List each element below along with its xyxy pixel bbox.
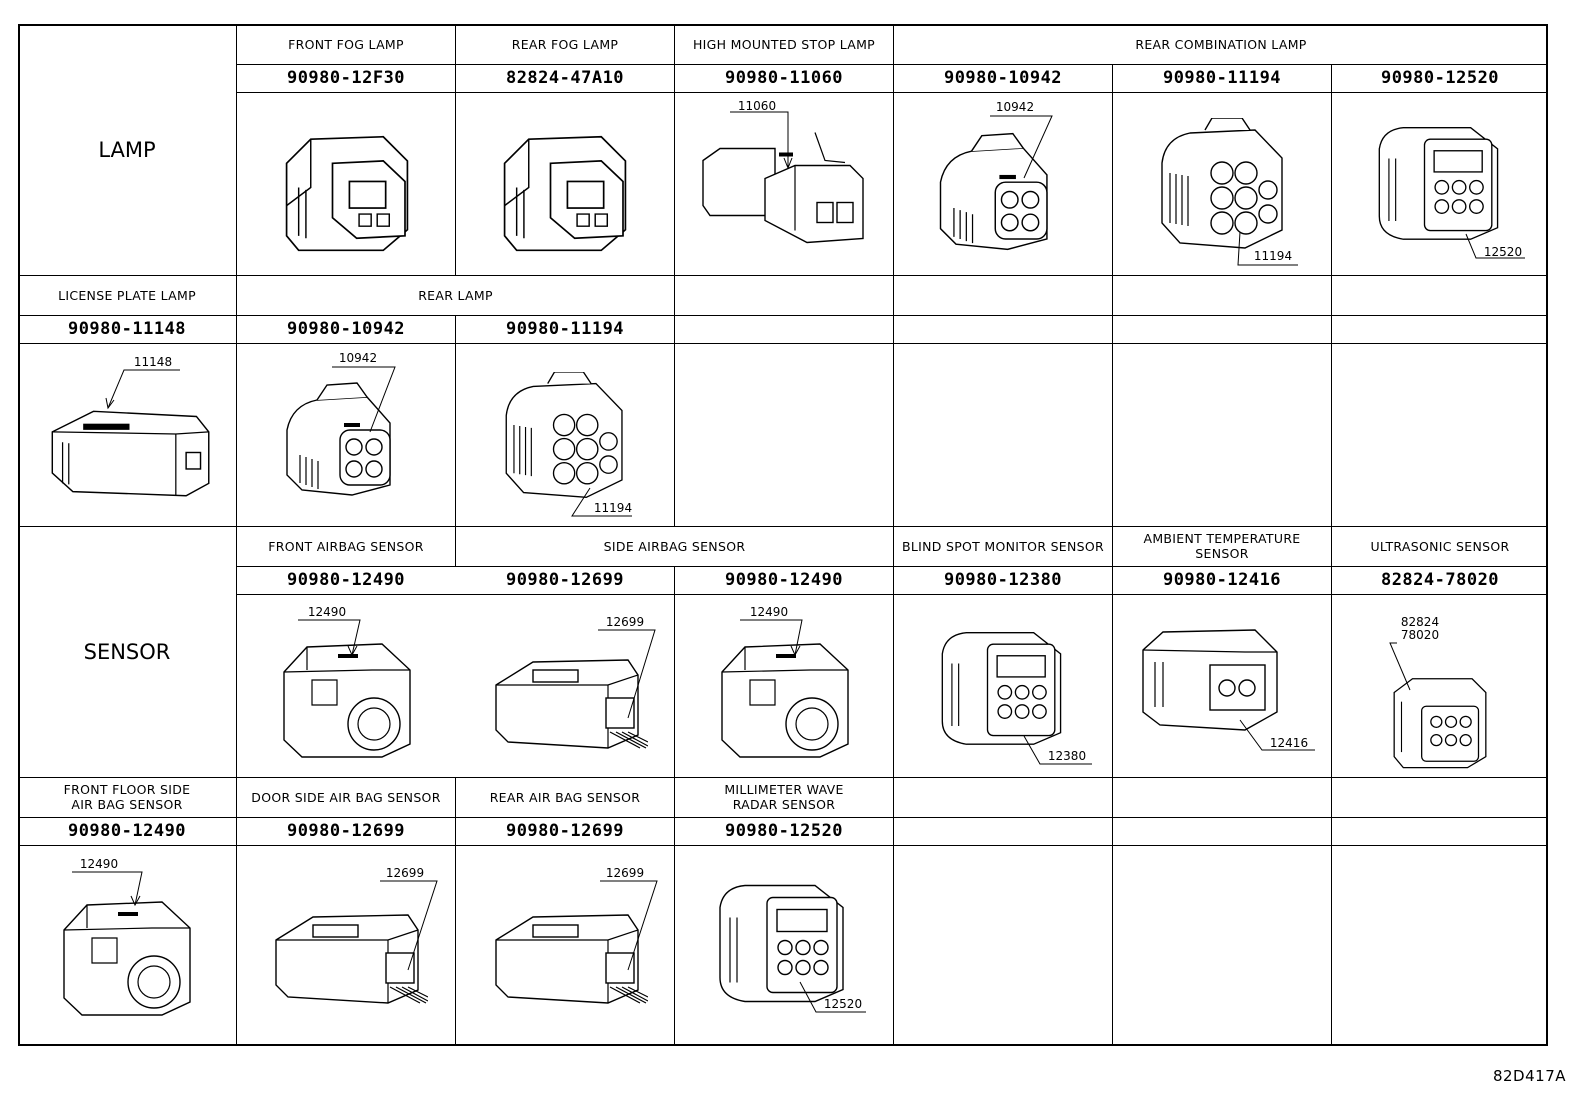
callout-line: 82824: [1400, 615, 1440, 629]
part-number: 90980-12520: [724, 821, 844, 841]
part-number: 90980-12490: [286, 570, 406, 590]
grid-line: [18, 845, 1548, 846]
category-lamp: LAMP: [98, 137, 156, 162]
grid-line: [18, 343, 1548, 344]
label-line: RADAR SENSOR: [732, 797, 836, 812]
grid-line: [18, 315, 1548, 316]
grid-line: [893, 24, 894, 1046]
label-door-side-air-bag-sensor: DOOR SIDE AIR BAG SENSOR: [251, 789, 441, 805]
part-number: 90980-10942: [286, 319, 406, 339]
grid-line: [18, 275, 1548, 276]
part-number: 90980-11148: [67, 319, 187, 339]
callout-label: 82824 78020: [1395, 616, 1445, 642]
grid-line: [236, 566, 1548, 567]
callout-label: 11148: [133, 355, 173, 369]
grid-line: [455, 315, 456, 526]
grid-line: [236, 92, 1548, 93]
label-line: AIR BAG SENSOR: [71, 797, 183, 812]
part-number: 90980-11194: [1162, 68, 1282, 88]
label-high-mounted-stop-lamp: HIGH MOUNTED STOP LAMP: [692, 36, 876, 52]
grid-line: [1331, 526, 1332, 1046]
callout-label: 12490: [307, 605, 347, 619]
category-sensor: SENSOR: [83, 639, 171, 664]
label-line: AMBIENT TEMPERATURE: [1143, 531, 1301, 546]
label-line: FRONT FLOOR SIDE: [63, 782, 191, 797]
part-number: 90980-11060: [724, 68, 844, 88]
callout-label: 12490: [749, 605, 789, 619]
grid-line: [236, 594, 1548, 595]
grid-line: [1112, 526, 1113, 1046]
part-number: 90980-12699: [505, 821, 625, 841]
callout-label: 11194: [1253, 249, 1293, 263]
grid-line: [1112, 275, 1113, 526]
callout-label: 11194: [593, 501, 633, 515]
label-rear-air-bag-sensor: REAR AIR BAG SENSOR: [489, 789, 641, 805]
callout-label: 12416: [1269, 736, 1309, 750]
callout-label: 12699: [605, 866, 645, 880]
grid-line: [455, 777, 456, 1046]
callout-label: 11060: [737, 99, 777, 113]
label-rear-lamp: REAR LAMP: [418, 287, 493, 303]
connector-table: [18, 24, 1548, 1046]
part-number: 90980-12520: [1380, 68, 1500, 88]
label-side-airbag-sensor: SIDE AIRBAG SENSOR: [603, 538, 746, 554]
callout-label: 10942: [995, 100, 1035, 114]
part-number: 90980-12380: [943, 570, 1063, 590]
grid-line: [236, 64, 1548, 65]
grid-line: [236, 526, 237, 1046]
label-ultrasonic-sensor: ULTRASONIC SENSOR: [1370, 538, 1510, 554]
callout-label: 12490: [79, 857, 119, 871]
grid-line: [1112, 64, 1113, 275]
callout-label: 12699: [605, 615, 645, 629]
part-number: 82824-47A10: [505, 68, 625, 88]
grid-line: [455, 24, 456, 275]
part-number: 90980-12490: [67, 821, 187, 841]
callout-label: 12520: [823, 997, 863, 1011]
label-rear-combination-lamp: REAR COMBINATION LAMP: [1135, 36, 1307, 52]
label-line: MILLIMETER WAVE: [724, 782, 844, 797]
part-number: 82824-78020: [1380, 570, 1500, 590]
grid-line: [1331, 64, 1332, 275]
grid-line: [1331, 275, 1332, 526]
label-license-plate-lamp: LICENSE PLATE LAMP: [58, 287, 196, 303]
part-number: 90980-12699: [505, 570, 625, 590]
label-blind-spot-monitor-sensor: BLIND SPOT MONITOR SENSOR: [901, 538, 1105, 554]
grid-line: [18, 526, 1548, 527]
label-front-airbag-sensor: FRONT AIRBAG SENSOR: [268, 538, 424, 554]
label-front-fog-lamp: FRONT FOG LAMP: [288, 36, 404, 52]
callout-label: 10942: [338, 351, 378, 365]
part-number: 90980-12F30: [286, 68, 406, 88]
label-rear-fog-lamp: REAR FOG LAMP: [511, 36, 619, 52]
callout-label: 12520: [1483, 245, 1523, 259]
label-millimeter-wave-radar-sensor: MILLIMETER WAVE RADAR SENSOR: [675, 777, 893, 817]
callout-line: 78020: [1400, 628, 1440, 642]
grid-line: [18, 817, 1548, 818]
label-front-floor-side-air-bag-sensor: FRONT FLOOR SIDE AIR BAG SENSOR: [18, 777, 236, 817]
part-number: 90980-10942: [943, 68, 1063, 88]
part-number: 90980-12490: [724, 570, 844, 590]
callout-label: 12380: [1047, 749, 1087, 763]
label-ambient-temperature-sensor: AMBIENT TEMPERATURE SENSOR: [1113, 526, 1331, 566]
label-line: SENSOR: [1195, 546, 1249, 561]
grid-line: [455, 526, 456, 566]
part-number: 90980-12416: [1162, 570, 1282, 590]
callout-label: 12699: [385, 866, 425, 880]
part-number: 90980-11194: [505, 319, 625, 339]
grid-line: [18, 777, 1548, 778]
part-number: 90980-12699: [286, 821, 406, 841]
grid-line: [674, 566, 675, 1046]
figure-id: 82D417A: [1492, 1067, 1566, 1085]
